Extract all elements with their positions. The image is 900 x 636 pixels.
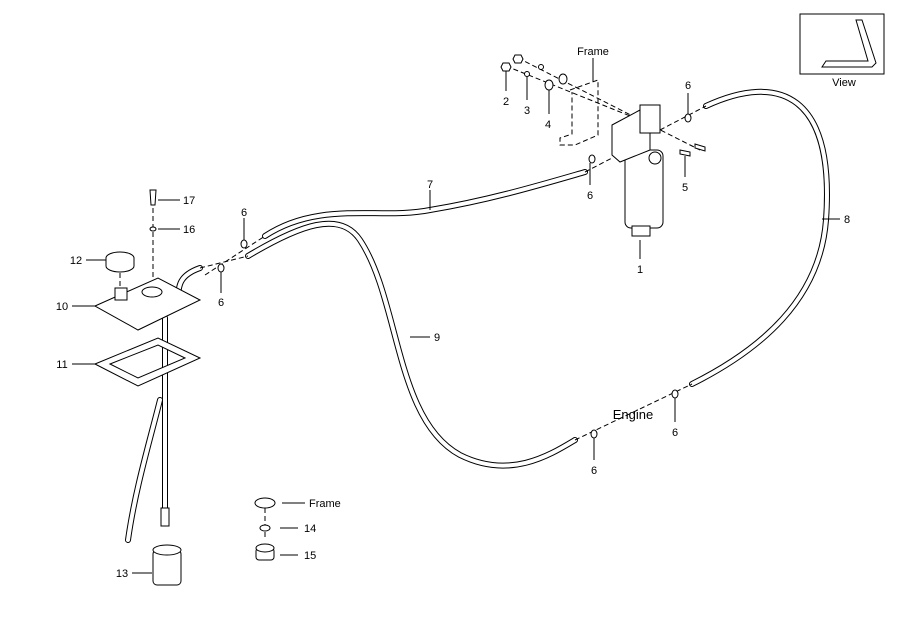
- oring-6: [684, 113, 692, 123]
- engine-label: Engine: [613, 407, 653, 422]
- bolt-5: [679, 149, 691, 157]
- label-7: 7: [427, 179, 433, 191]
- label-2: 2: [503, 96, 509, 108]
- nut-2: [500, 62, 512, 72]
- fuel-filter: [611, 104, 664, 237]
- label-15: 15: [304, 550, 316, 562]
- tube-9: [245, 220, 578, 469]
- label-10: 10: [56, 301, 68, 313]
- label-9: 9: [434, 332, 440, 344]
- tank-sender: [93, 189, 202, 586]
- label-6: 6: [672, 427, 678, 439]
- label-4: 4: [545, 119, 551, 131]
- label-12: 12: [70, 255, 82, 267]
- label-8: 8: [844, 214, 850, 226]
- plate-10: [93, 277, 202, 331]
- hardware: [217, 54, 706, 439]
- label-17: 17: [183, 195, 195, 207]
- label-6: 6: [241, 207, 247, 219]
- nut-frame: [254, 497, 276, 509]
- lockwasher-3: [524, 71, 530, 77]
- label-6: 6: [591, 465, 597, 477]
- label-6: 6: [587, 190, 593, 202]
- label-16: 16: [183, 224, 195, 236]
- label-14: 14: [304, 523, 316, 535]
- label-11: 11: [56, 359, 67, 371]
- washer-4: [544, 79, 554, 91]
- washer-14: [259, 524, 271, 532]
- washer-16: [149, 226, 157, 232]
- part-labels: 1 2 3 4 5 6 6 6 6 6 6 7 8 9 10 11 12 13 …: [56, 46, 850, 580]
- frame-label-bottom: Frame: [309, 498, 341, 510]
- view-label: View: [832, 77, 856, 89]
- label-6: 6: [218, 297, 224, 309]
- tube-7: [262, 169, 588, 239]
- gasket-11: [93, 337, 202, 387]
- screw-17: [149, 189, 157, 206]
- view-inset: View: [799, 13, 885, 89]
- label-6: 6: [685, 80, 691, 92]
- label-13: 13: [116, 568, 128, 580]
- tube-8: [689, 88, 830, 387]
- label-3: 3: [524, 105, 530, 117]
- label-1: 1: [637, 264, 643, 276]
- grommet: [254, 497, 276, 561]
- pickup-tubes: [125, 265, 203, 543]
- label-5: 5: [682, 182, 688, 194]
- frame-label-top: Frame: [577, 46, 609, 58]
- leader-lines: [72, 58, 840, 574]
